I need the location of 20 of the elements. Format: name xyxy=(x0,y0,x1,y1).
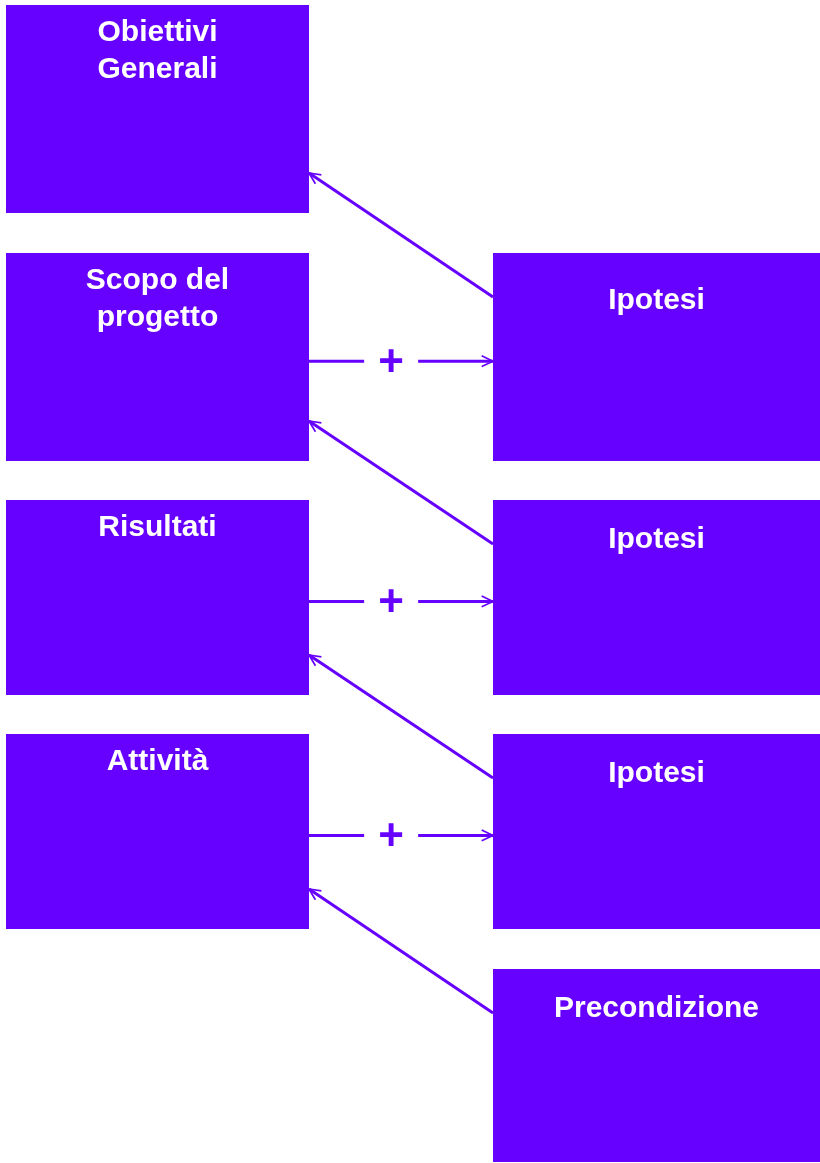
process-box xyxy=(493,734,820,929)
box-label: Risultati xyxy=(98,508,217,544)
arrow xyxy=(308,887,494,1015)
process-box xyxy=(493,500,820,695)
box-label: Precondizione xyxy=(553,989,759,1025)
arrow xyxy=(308,171,494,299)
box-label: Obiettivi Generali xyxy=(96,13,219,86)
process-box xyxy=(493,969,820,1162)
process-box xyxy=(6,5,309,213)
arrow xyxy=(308,419,494,546)
arrow xyxy=(308,653,494,780)
box-label: Scopo del progetto xyxy=(84,261,231,334)
process-box xyxy=(493,253,820,461)
process-box xyxy=(6,500,309,695)
box-label: Attività xyxy=(106,742,209,778)
box-label: Ipotesi xyxy=(608,754,705,790)
box-label: Ipotesi xyxy=(608,281,705,317)
process-box xyxy=(6,253,309,461)
process-box xyxy=(6,734,309,929)
box-label: Ipotesi xyxy=(608,520,705,556)
